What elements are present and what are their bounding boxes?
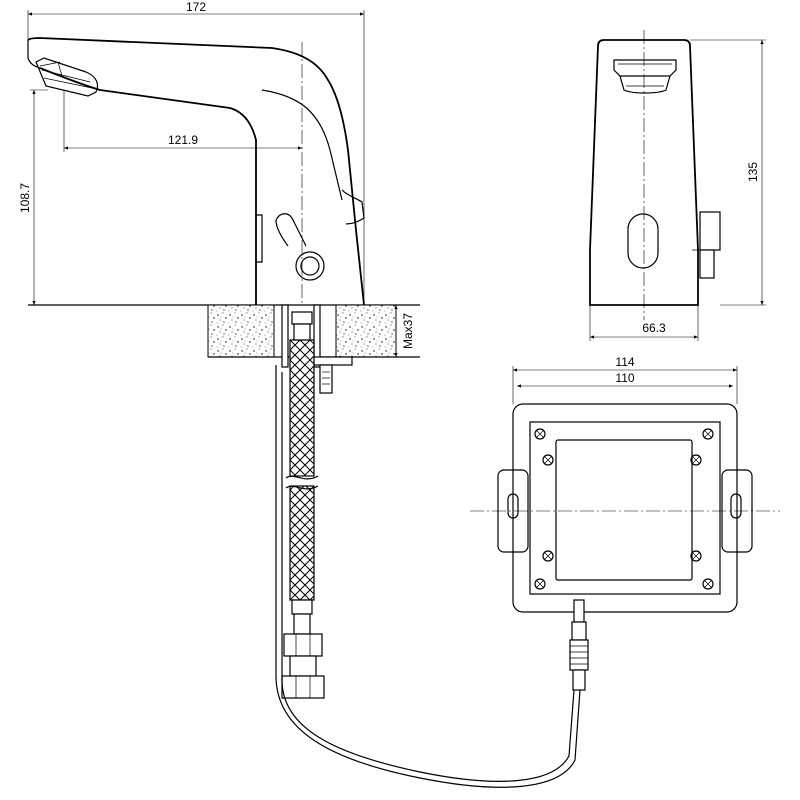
dim-box-outer-width: 114 xyxy=(615,355,634,369)
control-box-view: 114 110 xyxy=(470,355,780,691)
dim-box-inner-width: 110 xyxy=(615,371,634,385)
dim-spout-height: 108.7 xyxy=(18,183,32,213)
faucet-side-view: 172 121.9 108.7 Max37 xyxy=(18,0,581,788)
dim-faucet-height: 135 xyxy=(746,162,760,182)
faucet-front-view: 135 66.3 xyxy=(589,30,766,341)
dim-faucet-length: 172 xyxy=(186,0,206,14)
dim-spout-reach: 121.9 xyxy=(168,133,198,147)
screw-icon xyxy=(534,428,714,590)
dim-counter-thickness: Max37 xyxy=(401,313,415,349)
dim-faucet-width: 66.3 xyxy=(642,321,666,335)
